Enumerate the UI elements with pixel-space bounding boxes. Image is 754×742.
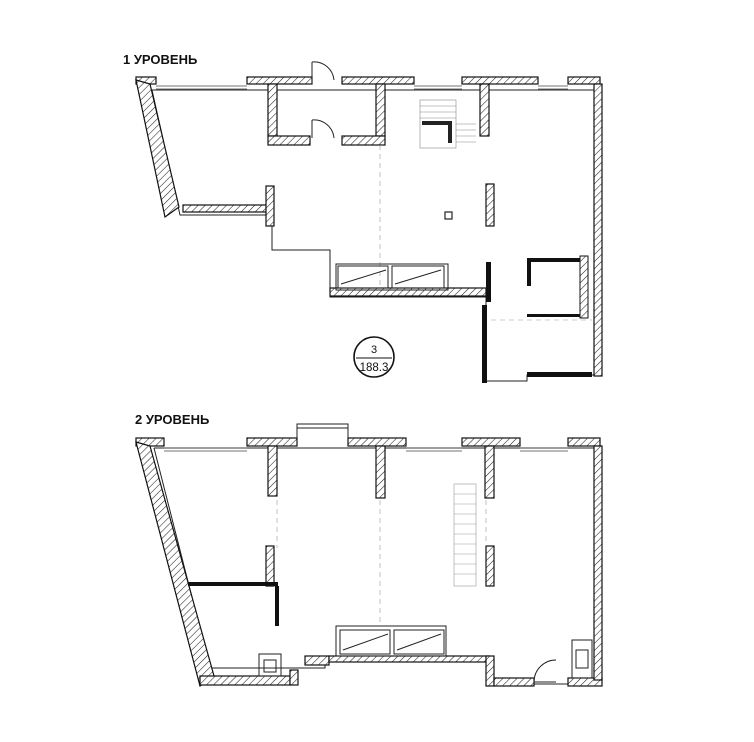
level-1-entrance-door [311,61,335,139]
level-2-bath-fixture [258,653,282,677]
level-2-solid-walls [188,582,279,626]
level-2-zone-lines [276,500,487,625]
level-1-title: 1 УРОВЕНЬ [123,52,197,67]
level-1-plan: 1 УРОВЕНЬ [123,52,603,383]
apartment-number: 3 [371,344,377,356]
level-1-solid-walls [482,258,592,383]
level-1-stair-railing [422,121,452,143]
level-1-wardrobes [335,263,449,291]
apartment-badge: 3 188.3 [353,336,395,378]
level-2-windows [164,447,568,452]
level-1-windows [156,85,568,90]
level-1-partitions [265,83,495,297]
level-2-staircase [453,483,477,587]
level-1-column [444,211,453,220]
level-2-exterior-walls [135,437,603,687]
level-2-wardrobes [335,625,447,657]
level-2-balcony [296,423,349,438]
level-2-door [533,659,557,683]
level-1-wall-right-inner [579,255,589,319]
level-2-plan: 2 УРОВЕНЬ [135,412,603,687]
apartment-area: 188.3 [360,362,389,374]
level-2-title: 2 УРОВЕНЬ [135,412,209,427]
level-1-exterior-walls [135,76,603,377]
level-2-utility-fixture [571,639,593,679]
level-1-staircase [419,99,476,149]
